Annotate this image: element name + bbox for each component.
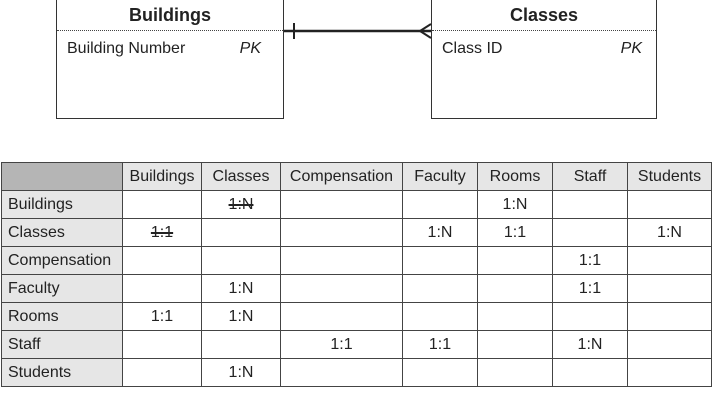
table-row: Compensation 1:1 [1, 246, 712, 275]
matrix-cell [477, 358, 553, 387]
crows-foot-icon [418, 23, 432, 39]
matrix-cell: 1:1 [122, 218, 202, 247]
matrix-cell [627, 246, 712, 275]
row-header: Rooms [1, 302, 123, 331]
matrix-cell: 1:1 [122, 302, 202, 331]
matrix-cell: 1:N [627, 218, 712, 247]
matrix-cell [122, 274, 202, 303]
matrix-cell [122, 330, 202, 359]
matrix-cell [552, 218, 628, 247]
entity-attribute: Class ID PK [432, 31, 656, 67]
matrix-cell: 1:N [201, 190, 281, 219]
attribute-name: Class ID [442, 40, 503, 57]
entity-title: Buildings [57, 0, 283, 31]
table-row: Buildings 1:N 1:N [1, 190, 712, 219]
matrix-cell: 1:1 [552, 246, 628, 275]
row-header: Students [1, 358, 123, 387]
matrix-cell: 1:1 [552, 274, 628, 303]
relationship-matrix: Buildings Classes Compensation Faculty R… [1, 162, 712, 387]
corner-cell [1, 162, 123, 191]
matrix-cell [122, 190, 202, 219]
header-row: Buildings Classes Compensation Faculty R… [1, 162, 712, 191]
row-header: Staff [1, 330, 123, 359]
row-header: Compensation [1, 246, 123, 275]
matrix-cell [201, 330, 281, 359]
column-header: Compensation [280, 162, 403, 191]
matrix-cell [552, 358, 628, 387]
matrix-cell [201, 246, 281, 275]
column-header: Classes [201, 162, 281, 191]
matrix-cell: 1:N [201, 302, 281, 331]
matrix-cell [477, 274, 553, 303]
matrix-cell [280, 274, 403, 303]
matrix-cell: 1:1 [280, 330, 403, 359]
entity-attribute: Building Number PK [57, 31, 283, 67]
column-header: Faculty [402, 162, 478, 191]
matrix-cell: 1:N [477, 190, 553, 219]
row-header: Buildings [1, 190, 123, 219]
matrix-cell: 1:N [552, 330, 628, 359]
matrix-cell: 1:N [201, 358, 281, 387]
row-header: Classes [1, 218, 123, 247]
column-header: Rooms [477, 162, 553, 191]
table-row: Faculty 1:N 1:1 [1, 274, 712, 303]
matrix-cell [477, 330, 553, 359]
matrix-cell [402, 246, 478, 275]
column-header: Staff [552, 162, 628, 191]
matrix-cell [552, 302, 628, 331]
matrix-cell [280, 218, 403, 247]
attribute-name: Building Number [67, 40, 186, 57]
matrix-cell: 1:N [402, 218, 478, 247]
matrix-cell [477, 246, 553, 275]
matrix-cell [280, 302, 403, 331]
matrix-cell: 1:1 [402, 330, 478, 359]
matrix-cell [122, 358, 202, 387]
entity-buildings: Buildings Building Number PK [56, 0, 284, 119]
matrix-cell [477, 302, 553, 331]
matrix-cell [280, 190, 403, 219]
matrix-cell [627, 330, 712, 359]
matrix-cell [402, 274, 478, 303]
matrix-cell [402, 302, 478, 331]
entity-title: Classes [432, 0, 656, 31]
matrix-cell [627, 190, 712, 219]
matrix-cell [280, 246, 403, 275]
matrix-cell [122, 246, 202, 275]
matrix-cell [402, 358, 478, 387]
matrix-cell [280, 358, 403, 387]
primary-key-label: PK [620, 40, 642, 57]
entity-classes: Classes Class ID PK [431, 0, 657, 119]
table-row: Students 1:N [1, 358, 712, 387]
matrix-cell [627, 274, 712, 303]
matrix-cell: 1:N [201, 274, 281, 303]
matrix-cell [402, 190, 478, 219]
matrix-cell [552, 190, 628, 219]
matrix-cell [627, 302, 712, 331]
row-header: Faculty [1, 274, 123, 303]
matrix-cell: 1:1 [477, 218, 553, 247]
matrix-cell [201, 218, 281, 247]
matrix-cell [627, 358, 712, 387]
column-header: Buildings [122, 162, 202, 191]
primary-key-label: PK [239, 40, 261, 57]
column-header: Students [627, 162, 712, 191]
relationship-line [284, 23, 432, 39]
